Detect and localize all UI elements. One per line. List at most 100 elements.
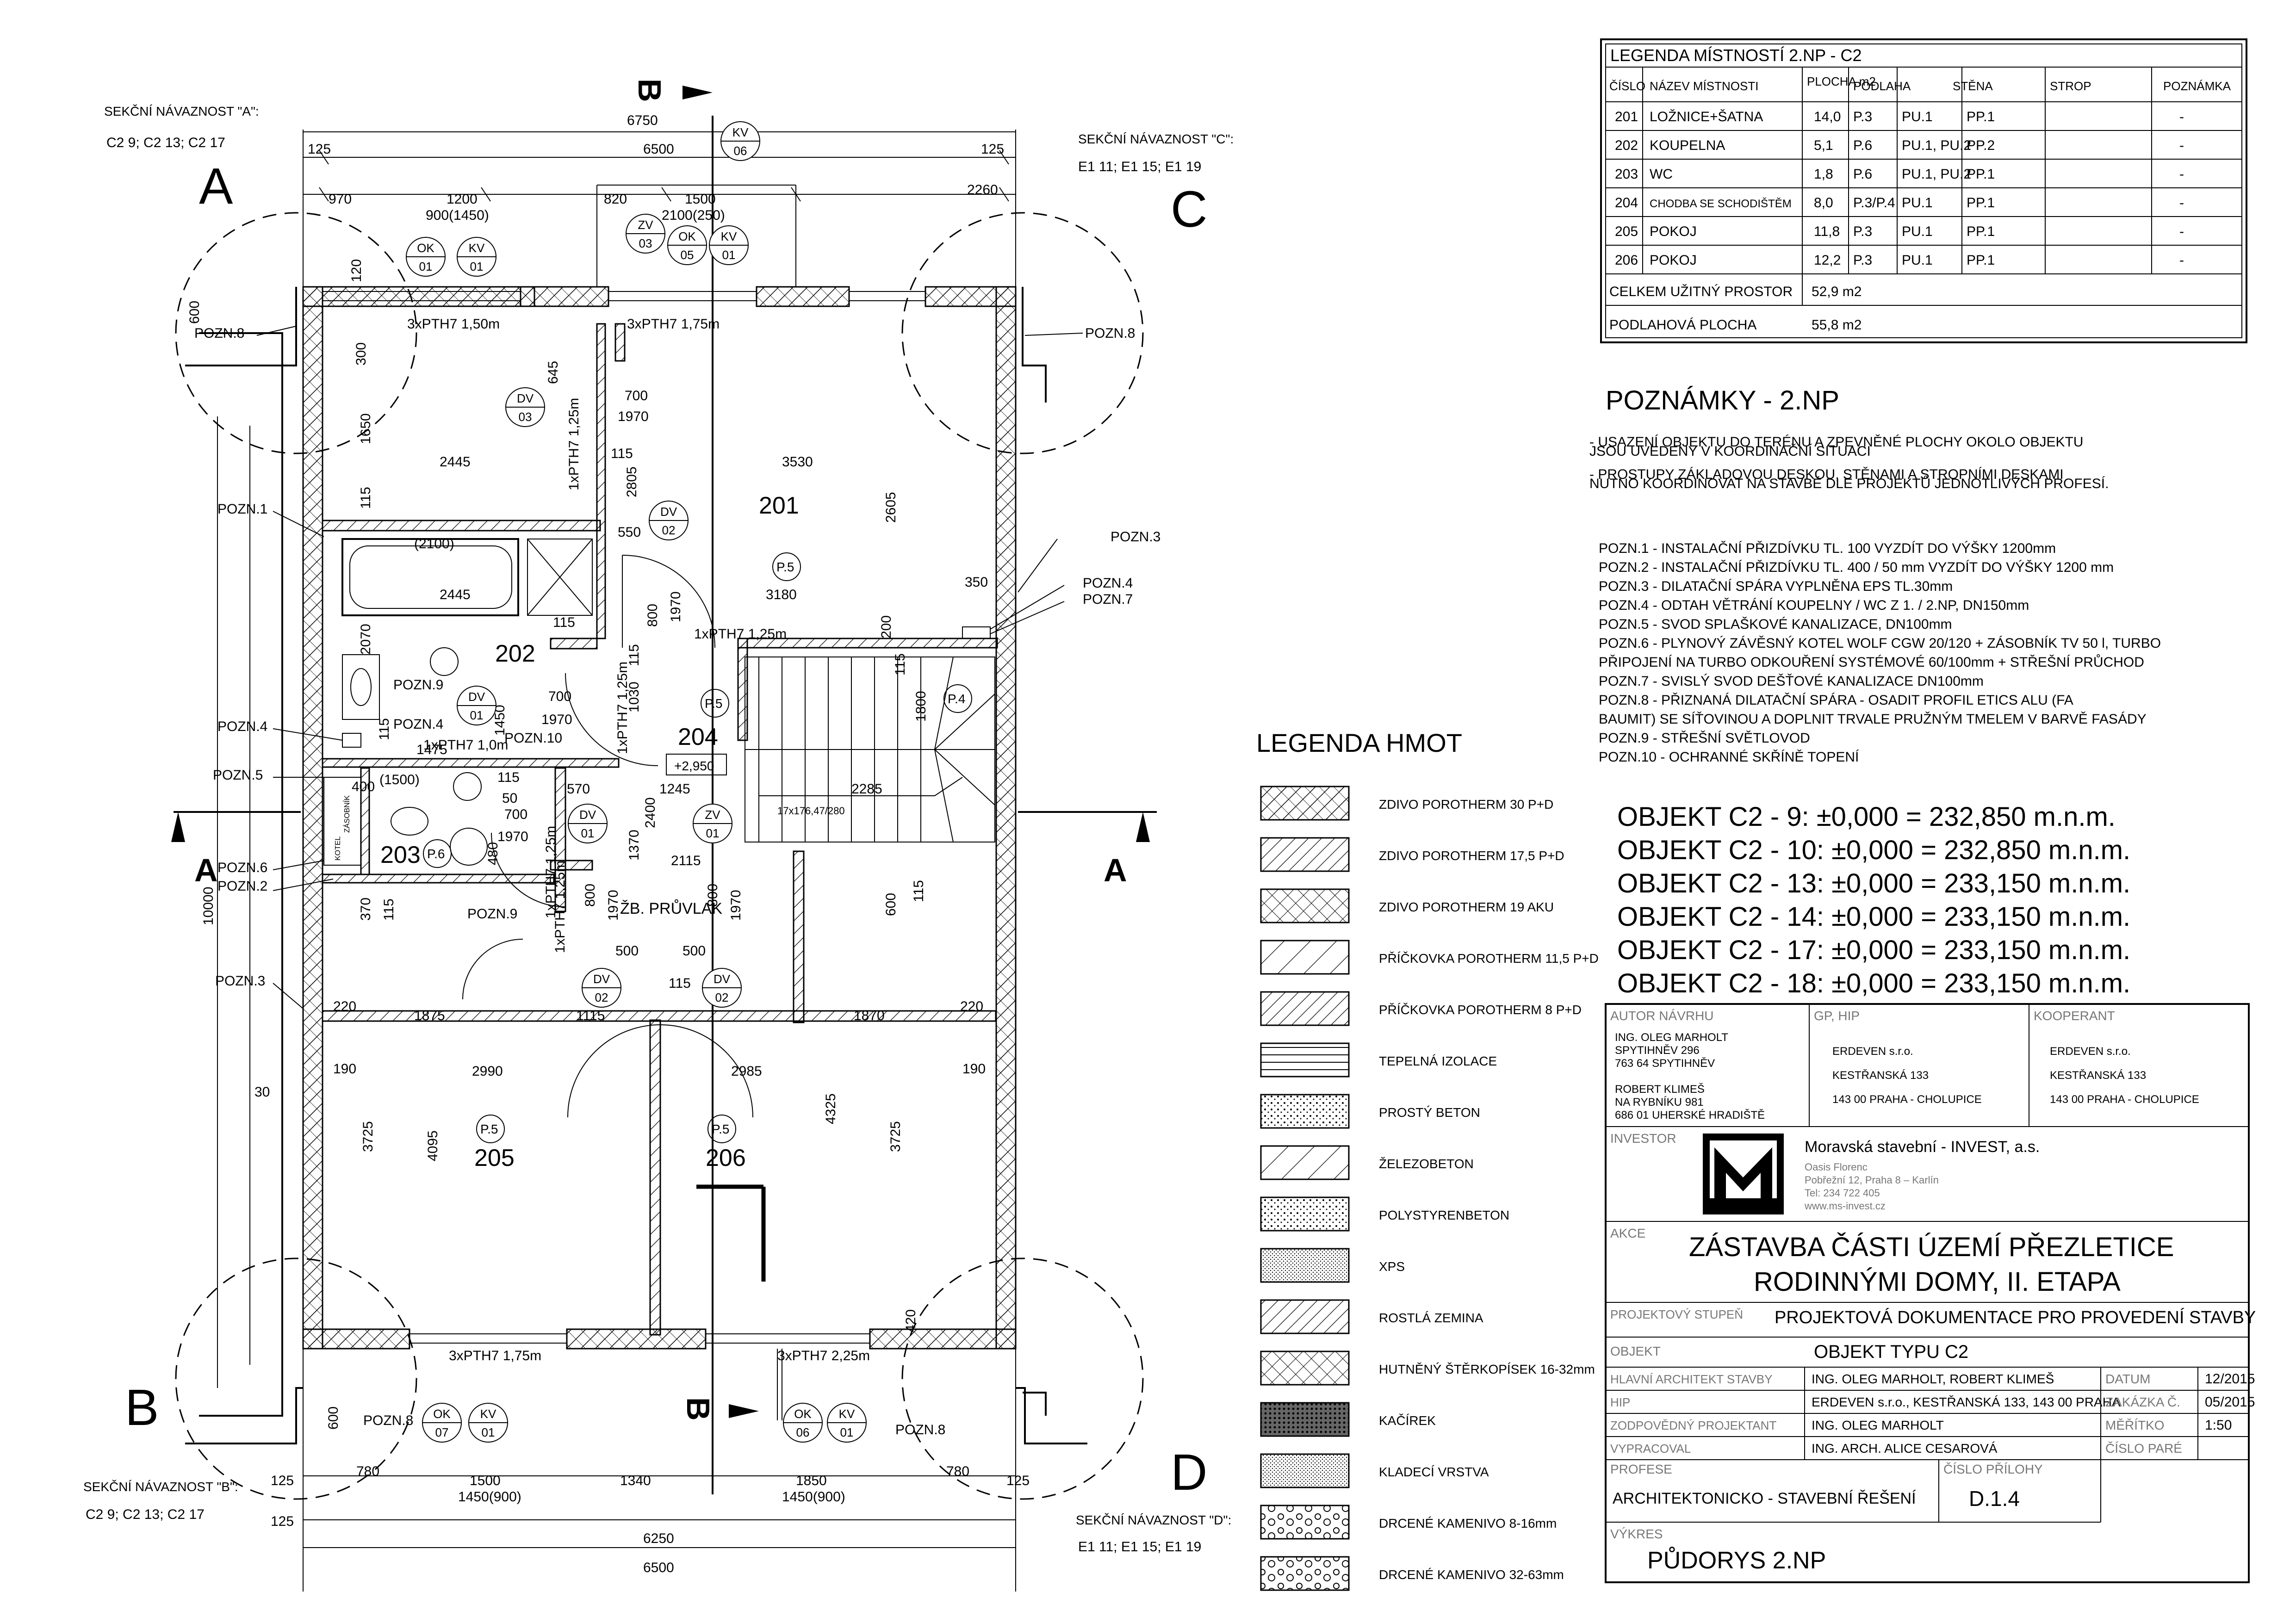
dim: 370 xyxy=(358,898,373,921)
tb-row-val: 1:50 xyxy=(2205,1418,2232,1433)
material-name: POLYSTYRENBETON xyxy=(1379,1208,1509,1222)
cut-arrow-a-right xyxy=(1136,812,1150,842)
tag-type: OK xyxy=(678,229,696,243)
pozn-label: POZN.4 xyxy=(1083,576,1133,591)
tag-type: OK xyxy=(417,241,434,255)
object-elevation: OBJEKT C2 - 17: ±0,000 = 233,150 m.n.m. xyxy=(1617,935,2130,965)
dim: 1500 xyxy=(685,192,716,207)
material-name: ZDIVO POROTHERM 19 AKU xyxy=(1379,900,1554,914)
floor-area-label: PODLAHOVÁ PLOCHA xyxy=(1609,317,1756,333)
pozn-note: POZN.5 - SVOD SPLAŠKOVÉ KANALIZACE, DN10… xyxy=(1599,616,1952,632)
dim: 900(1450) xyxy=(426,208,489,223)
cut-label-a-left: A xyxy=(194,852,218,888)
room-legend-cell: - xyxy=(2179,167,2184,182)
dim: 3725 xyxy=(360,1121,376,1152)
pozn-label: POZN.6 xyxy=(217,860,267,875)
tb-row-val: 12/2015 xyxy=(2205,1371,2255,1387)
sheet-label: VÝKRES xyxy=(1610,1527,1663,1541)
pozn-label: POZN.5 xyxy=(213,768,263,783)
tag-type: OK xyxy=(433,1407,451,1421)
window-label: 1xPTH7 1,25m xyxy=(566,398,582,490)
window-label: 3xPTH7 1,75m xyxy=(627,316,720,332)
room-204: 204 xyxy=(678,724,718,750)
material-swatch xyxy=(1260,837,1350,872)
room-legend-table: LEGENDA MÍSTNOSTÍ 2.NP - C2 ČÍSLO NÁZEV … xyxy=(1600,38,2247,343)
object-elevation: OBJEKT C2 - 9: ±0,000 = 232,850 m.n.m. xyxy=(1617,802,2116,832)
dim: 190 xyxy=(962,1061,986,1077)
gp-label: GP, HIP xyxy=(1814,1009,1860,1023)
tag-type: ZV xyxy=(705,808,720,822)
section-a-refs: C2 9; C2 13; C2 17 xyxy=(106,135,225,150)
pozn-note: POZN.8 - PŘIZNANÁ DILATAČNÍ SPÁRA - OSAD… xyxy=(1599,692,2073,708)
stage-value: PROJEKTOVÁ DOKUMENTACE PRO PROVEDENÍ STA… xyxy=(1775,1307,2256,1327)
room-legend-cell: 14,0 xyxy=(1814,109,1841,124)
corner-label-a: A xyxy=(199,158,233,215)
floor-area-value: 55,8 m2 xyxy=(1812,317,1862,333)
dim: 2070 xyxy=(358,624,373,655)
dim: 3180 xyxy=(766,587,797,602)
floor-tag: P.5 xyxy=(776,560,794,574)
room-legend-cell: P.3 xyxy=(1853,253,1872,268)
tag-number: 01 xyxy=(581,826,595,840)
material-legend-item: ZDIVO POROTHERM 30 P+D xyxy=(1260,786,1553,821)
tb-row-value: ING. ARCH. ALICE CESAROVÁ xyxy=(1812,1441,1998,1456)
dim: 2445 xyxy=(440,587,471,602)
tag-number: 01 xyxy=(722,248,736,262)
dim: 1450(900) xyxy=(782,1489,845,1505)
profession-value: ARCHITEKTONICKO - STAVEBNÍ ŘEŠENÍ xyxy=(1613,1490,1916,1507)
tag-type: KV xyxy=(732,125,749,139)
material-name: ŽELEZOBETON xyxy=(1379,1157,1474,1171)
notes-title: POZNÁMKY - 2.NP xyxy=(1606,385,1839,415)
dim: 125 xyxy=(271,1514,294,1529)
total-label: CELKEM UŽITNÝ PROSTOR xyxy=(1609,284,1793,299)
dim: 350 xyxy=(965,575,988,590)
dim: 1650 xyxy=(358,413,373,444)
dim: 2400 xyxy=(643,797,658,828)
general-note: - PROSTUPY ZÁKLADOVOU DESKOU, STĚNAMI A … xyxy=(1589,467,2064,482)
material-name: ZDIVO POROTHERM 30 P+D xyxy=(1379,797,1553,812)
section-d-title: SEKČNÍ NÁVAZNOST "D": xyxy=(1076,1513,1231,1527)
material-swatch xyxy=(1260,1248,1350,1283)
room-203: 203 xyxy=(380,842,421,868)
pozn-label: POZN.8 xyxy=(194,326,244,341)
dim: 1970 xyxy=(618,409,649,424)
tb-row-label: ZODPOVĚDNÝ PROJEKTANT xyxy=(1610,1419,1776,1432)
dim: 700 xyxy=(625,388,648,403)
pozn-note: PŘIPOJENÍ NA TURBO ODKOUŘENÍ SYSTÉMOVÉ 6… xyxy=(1599,654,2144,670)
pozn-note: POZN.2 - INSTALAČNÍ PŘIZDÍVKU TL. 400 / … xyxy=(1599,559,2114,575)
cut-arrow-b-bottom xyxy=(729,1404,759,1418)
material-legend-item: PŘÍČKOVKA POROTHERM 8 P+D xyxy=(1260,991,1582,1026)
tb-row-key: MĚŘÍTKO xyxy=(2105,1418,2165,1432)
window-label: 1xPTH7 1,25m xyxy=(615,662,630,754)
dim: 780 xyxy=(946,1464,969,1479)
material-legend-item: POLYSTYRENBETON xyxy=(1260,1196,1509,1232)
room-legend-title: LEGENDA MÍSTNOSTÍ 2.NP - C2 xyxy=(1610,46,1862,65)
tag-number: 01 xyxy=(419,260,433,273)
room-legend-cell: PP.1 xyxy=(1967,195,1995,211)
room-legend-cell: PU.1 xyxy=(1902,109,1933,124)
dim: 1500 xyxy=(470,1473,501,1488)
akce-label: AKCE xyxy=(1610,1226,1645,1240)
pozn-label: POZN.2 xyxy=(217,879,267,894)
room-legend-cell: 1,8 xyxy=(1814,167,1833,182)
dim: 645 xyxy=(546,361,561,384)
author-line: 686 01 UHERSKÉ HRADIŠTĚ xyxy=(1615,1109,1765,1121)
tb-row-label: HLAVNÍ ARCHITEKT STAVBY xyxy=(1610,1372,1773,1386)
dim: 4095 xyxy=(425,1130,441,1161)
tag-type: DV xyxy=(714,972,731,986)
dim: 50 xyxy=(502,791,517,806)
material-swatch xyxy=(1260,1299,1350,1334)
room-206: 206 xyxy=(706,1145,746,1171)
dim: 600 xyxy=(187,301,202,324)
tag-number: 01 xyxy=(470,260,484,273)
pozn-note: POZN.3 - DILATAČNÍ SPÁRA VYPLNĚNA EPS TL… xyxy=(1599,578,1953,594)
section-a-title: SEKČNÍ NÁVAZNOST "A": xyxy=(104,104,259,118)
dim: 6500 xyxy=(643,1560,674,1575)
dim: 820 xyxy=(604,192,627,207)
object-value: OBJEKT TYPU C2 xyxy=(1814,1342,1968,1362)
author-line: NA RYBNÍKU 981 xyxy=(1615,1096,1704,1109)
